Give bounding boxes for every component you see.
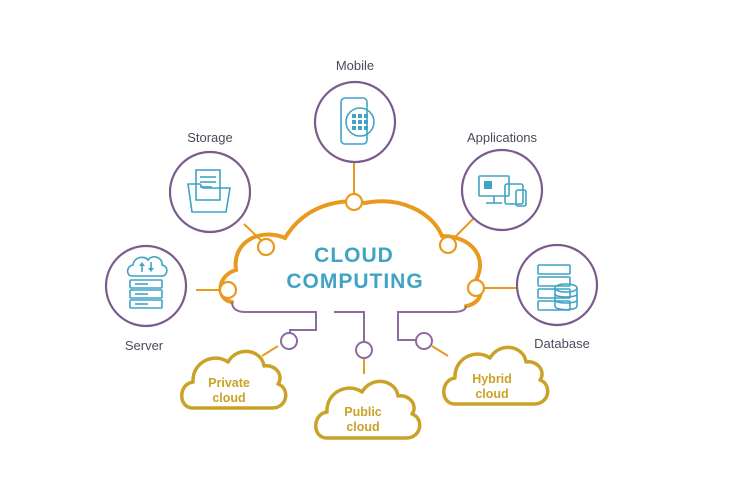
- database-label: Database: [534, 336, 590, 351]
- title-line-1: CLOUD: [314, 244, 394, 267]
- public-cloud-outline: [314, 379, 422, 440]
- database-icon: [537, 264, 578, 311]
- cloud-base-left: [231, 301, 317, 338]
- cloud-base-center: [334, 311, 365, 344]
- cloud-base-right: [397, 305, 467, 341]
- storage-node: [256, 237, 276, 257]
- hybrid-node: [415, 332, 433, 350]
- hybrid-link: [431, 345, 449, 357]
- storage-label: Storage: [187, 130, 233, 145]
- storage-ring: [168, 150, 252, 234]
- server-label: Server: [125, 338, 164, 353]
- applications-label: Applications: [467, 130, 538, 145]
- title-line-2: COMPUTING: [286, 270, 423, 293]
- applications-group: Applications: [460, 130, 544, 232]
- database-node: [466, 278, 486, 298]
- folder-icon: [187, 169, 231, 213]
- monitor-devices-icon: [478, 175, 527, 207]
- server-cloud-icon: [126, 256, 168, 309]
- hybrid-cloud-line-2: cloud: [475, 387, 508, 401]
- server-group: Server: [104, 244, 188, 353]
- private-node: [280, 332, 298, 350]
- main-cloud-outline: [218, 199, 483, 308]
- applications-node: [438, 235, 458, 255]
- mobile-node: [344, 192, 364, 212]
- public-cloud-line-2: cloud: [346, 420, 379, 434]
- mobile-label: Mobile: [336, 58, 374, 73]
- private-cloud: Private cloud: [180, 349, 288, 410]
- private-cloud-line-1: Private: [208, 376, 250, 390]
- applications-ring: [460, 148, 544, 232]
- public-cloud: Public cloud: [314, 379, 422, 440]
- hybrid-cloud-line-1: Hybrid: [472, 372, 512, 386]
- hybrid-cloud-outline: [442, 345, 550, 406]
- private-cloud-line-2: cloud: [212, 391, 245, 405]
- private-link: [261, 345, 279, 357]
- phone-icon: [340, 97, 375, 145]
- storage-group: Storage: [168, 130, 252, 234]
- database-group: Database: [515, 243, 599, 351]
- hybrid-cloud: Hybrid cloud: [442, 345, 550, 406]
- mobile-group: Mobile: [313, 58, 397, 164]
- private-cloud-outline: [180, 349, 288, 410]
- public-node: [355, 341, 373, 359]
- server-node: [218, 280, 238, 300]
- public-cloud-line-1: Public: [344, 405, 382, 419]
